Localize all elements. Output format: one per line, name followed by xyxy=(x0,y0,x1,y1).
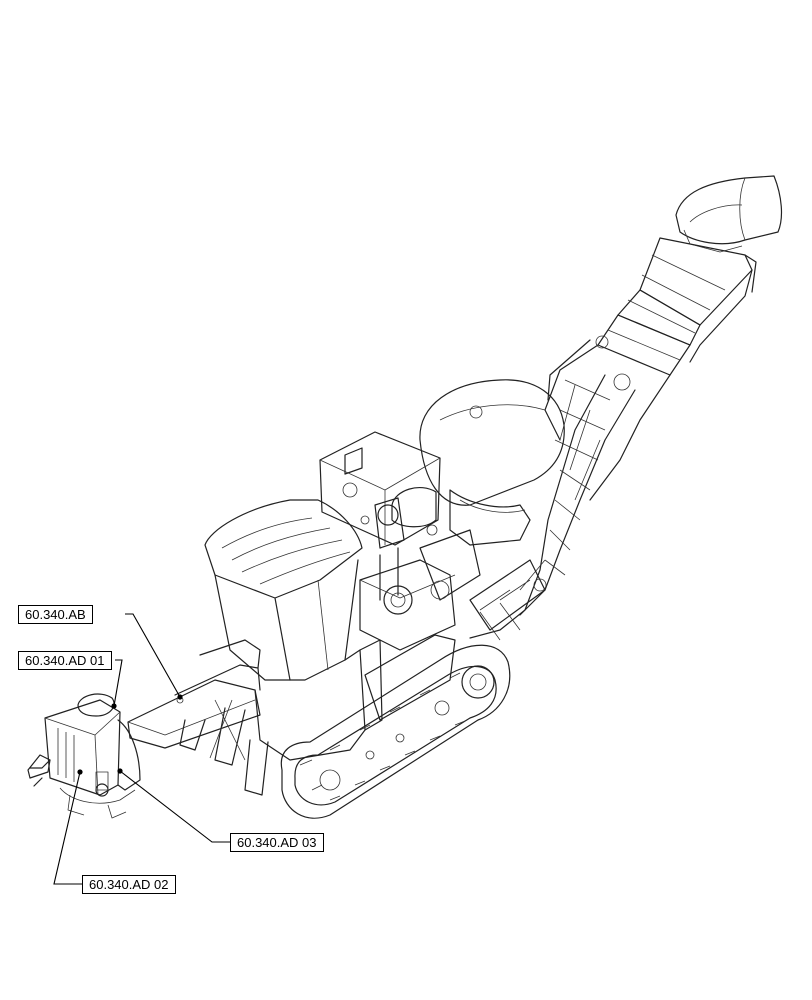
callout-60-340-ad-02[interactable]: 60.340.AD 02 xyxy=(82,875,176,894)
crop-divider-rotor xyxy=(27,693,141,819)
callout-60-340-ab[interactable]: 60.340.AB xyxy=(18,605,93,624)
leader-lines xyxy=(53,613,230,885)
engine-block xyxy=(319,431,481,651)
callout-60-340-ad-01[interactable]: 60.340.AD 01 xyxy=(18,651,112,670)
crawler-track xyxy=(280,634,511,819)
callout-60-340-ad-03[interactable]: 60.340.AD 03 xyxy=(230,833,324,852)
chopper-hopper xyxy=(204,499,383,761)
front-boom xyxy=(127,639,269,796)
primary-extractor-hood xyxy=(419,379,565,546)
elevator-arm xyxy=(469,175,783,641)
